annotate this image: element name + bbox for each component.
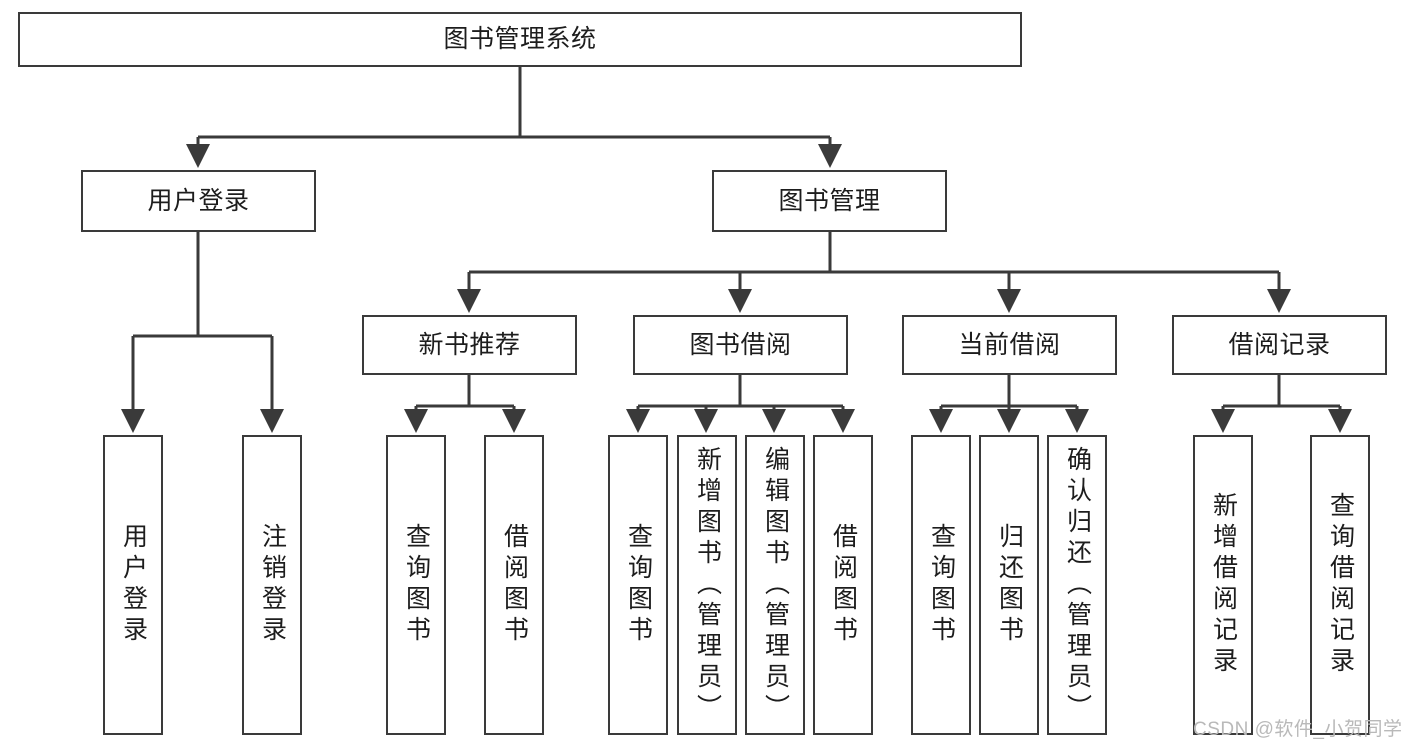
node-leaf-edit-book[interactable]: 编辑图书（管理员） <box>745 435 805 735</box>
node-leaf-edit-book-label: 编辑图书（管理员） <box>761 445 790 725</box>
node-leaf-borrow-book-1-label: 借阅图书 <box>500 523 529 647</box>
node-user-login[interactable]: 用户登录 <box>81 170 316 232</box>
node-leaf-query-book-3[interactable]: 查询图书 <box>911 435 971 735</box>
node-leaf-query-record[interactable]: 查询借阅记录 <box>1310 435 1370 735</box>
node-leaf-user-login[interactable]: 用户登录 <box>103 435 163 735</box>
node-leaf-add-record[interactable]: 新增借阅记录 <box>1193 435 1253 735</box>
node-borrow-record[interactable]: 借阅记录 <box>1172 315 1387 375</box>
node-leaf-logout-login-label: 注销登录 <box>258 523 287 647</box>
node-leaf-query-book-2[interactable]: 查询图书 <box>608 435 668 735</box>
node-root-label: 图书管理系统 <box>443 25 597 54</box>
node-book-management-label: 图书管理 <box>778 186 881 215</box>
node-leaf-return-book[interactable]: 归还图书 <box>979 435 1039 735</box>
node-leaf-query-book-1-label: 查询图书 <box>402 523 431 647</box>
node-user-login-label: 用户登录 <box>147 186 250 215</box>
csdn-watermark: CSDN @软件_小贺同学 <box>1193 719 1403 740</box>
node-leaf-add-book-label: 新增图书（管理员） <box>693 445 722 725</box>
node-leaf-borrow-book-1[interactable]: 借阅图书 <box>484 435 544 735</box>
node-leaf-query-book-2-label: 查询图书 <box>624 523 653 647</box>
node-leaf-query-record-label: 查询借阅记录 <box>1326 492 1355 678</box>
node-book-management[interactable]: 图书管理 <box>712 170 947 232</box>
node-book-borrow[interactable]: 图书借阅 <box>633 315 848 375</box>
node-leaf-borrow-book-2[interactable]: 借阅图书 <box>813 435 873 735</box>
node-leaf-user-login-label: 用户登录 <box>119 523 148 647</box>
node-borrow-record-label: 借阅记录 <box>1228 330 1331 359</box>
node-new-book-recommend[interactable]: 新书推荐 <box>362 315 577 375</box>
node-leaf-query-book-1[interactable]: 查询图书 <box>386 435 446 735</box>
node-leaf-add-book[interactable]: 新增图书（管理员） <box>677 435 737 735</box>
node-root[interactable]: 图书管理系统 <box>18 12 1022 67</box>
node-book-borrow-label: 图书借阅 <box>689 330 792 359</box>
node-leaf-borrow-book-2-label: 借阅图书 <box>829 523 858 647</box>
node-leaf-confirm-return-label: 确认归还（管理员） <box>1063 445 1092 725</box>
node-leaf-return-book-label: 归还图书 <box>995 523 1024 647</box>
node-leaf-logout-login[interactable]: 注销登录 <box>242 435 302 735</box>
node-new-book-recommend-label: 新书推荐 <box>418 330 521 359</box>
node-current-borrow[interactable]: 当前借阅 <box>902 315 1117 375</box>
node-leaf-query-book-3-label: 查询图书 <box>927 523 956 647</box>
node-current-borrow-label: 当前借阅 <box>958 330 1061 359</box>
node-leaf-add-record-label: 新增借阅记录 <box>1209 492 1238 678</box>
node-leaf-confirm-return[interactable]: 确认归还（管理员） <box>1047 435 1107 735</box>
